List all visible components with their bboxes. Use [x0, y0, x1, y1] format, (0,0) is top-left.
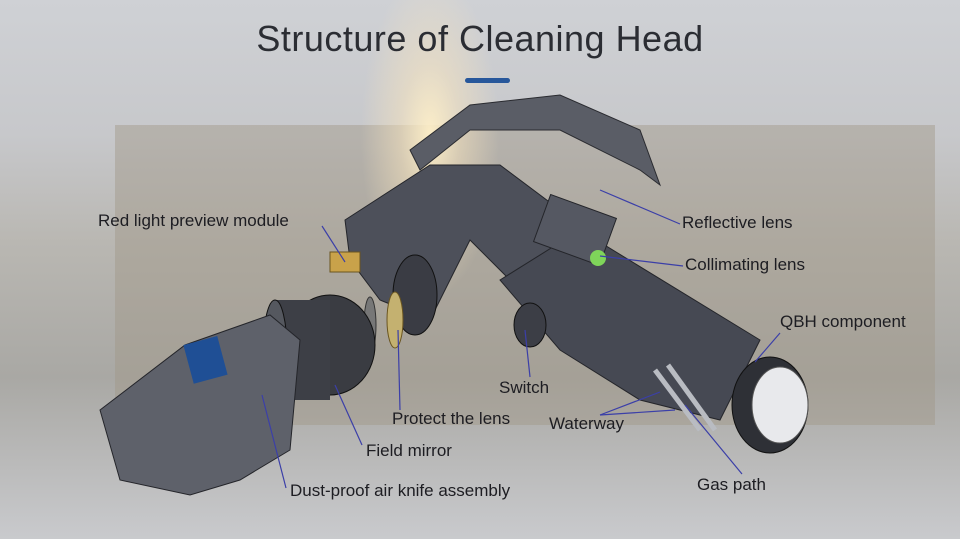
pipe	[665, 363, 718, 432]
page-title: Structure of Cleaning Head	[256, 18, 704, 59]
switch-part	[513, 302, 547, 348]
leader-lines	[261, 189, 781, 489]
leader-switch	[524, 329, 531, 378]
leader-waterway	[599, 409, 676, 416]
top-bracket	[409, 94, 662, 187]
label-reflective-lens: Reflective lens	[682, 213, 793, 232]
pipe	[653, 368, 702, 432]
collimating-lens-glass	[590, 250, 606, 266]
leader-red-light	[321, 225, 346, 263]
leader-collimating	[599, 255, 684, 267]
leader-reflective	[599, 189, 681, 225]
title-underline	[465, 78, 510, 83]
label-waterway: Waterway	[549, 414, 624, 433]
label-qbh-component: QBH component	[780, 312, 906, 331]
leader-qbh	[754, 332, 781, 363]
label-red-light-preview-module: Red light preview module	[98, 211, 289, 230]
leader-gas-path	[684, 404, 743, 475]
qbh-face	[751, 366, 809, 444]
label-collimating-lens: Collimating lens	[685, 255, 805, 274]
label-dust-proof-air-knife: Dust-proof air knife assembly	[290, 481, 511, 500]
label-switch: Switch	[499, 378, 550, 397]
leader-dust-proof	[261, 394, 287, 489]
leader-field-mirror	[334, 384, 363, 446]
air-knife-blue-clamp	[183, 336, 228, 384]
label-field-mirror: Field mirror	[366, 441, 452, 460]
air-knife-part	[99, 314, 301, 496]
leader-protect	[397, 329, 401, 411]
protect-lens-part	[386, 291, 404, 349]
label-protect-the-lens: Protect the lens	[392, 409, 511, 428]
leader-waterway	[599, 391, 661, 416]
label-gas-path: Gas path	[697, 475, 766, 494]
collimating-housing	[532, 193, 618, 267]
